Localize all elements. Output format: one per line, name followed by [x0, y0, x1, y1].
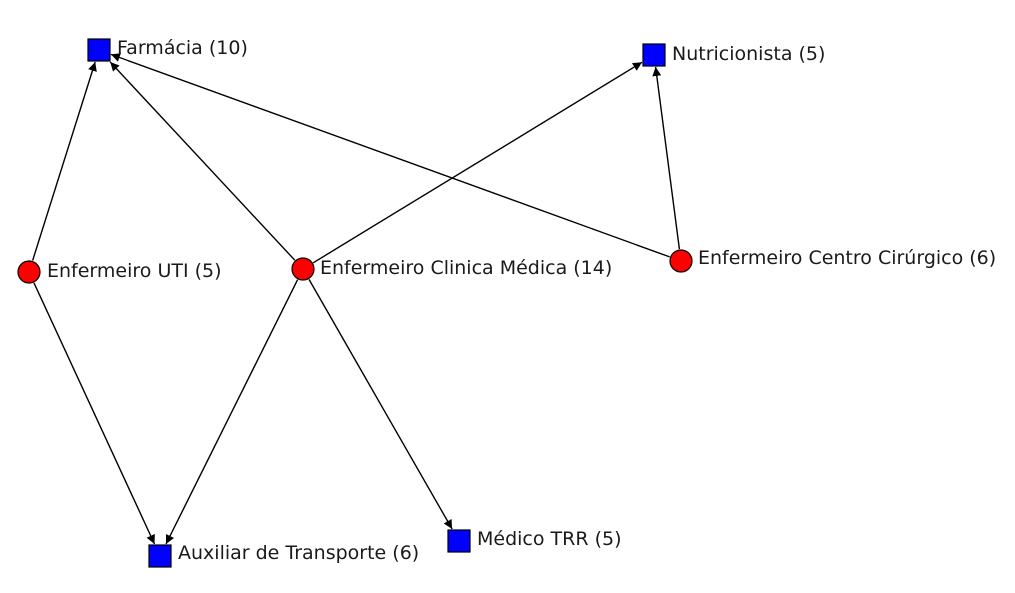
node-label: Enfermeiro Centro Cirúrgico (6)	[698, 247, 996, 269]
node-enf_uti: Enfermeiro UTI (5)	[17, 260, 222, 284]
edge-enf_clinica-to-farmacia	[109, 61, 296, 261]
node-label: Enfermeiro UTI (5)	[47, 260, 222, 282]
node-label: Enfermeiro Clinica Médica (14)	[320, 257, 612, 279]
node-farmacia: Farmácia (10)	[87, 37, 248, 62]
edge-enf_clinica-to-medico	[308, 279, 453, 530]
node-label: Nutricionista (5)	[672, 43, 825, 65]
nodes-layer: Farmácia (10) Nutricionista (5) Enfermeiro…	[17, 37, 996, 568]
node-square-icon	[447, 529, 471, 553]
node-circle-icon	[17, 260, 41, 284]
node-medico: Médico TRR (5)	[447, 528, 622, 553]
node-nutricionista: Nutricionista (5)	[642, 43, 825, 67]
node-enf_centro: Enfermeiro Centro Cirúrgico (6)	[669, 247, 996, 273]
node-label: Médico TRR (5)	[477, 528, 622, 550]
node-square-icon	[642, 43, 666, 67]
node-auxiliar: Auxiliar de Transporte (6)	[148, 542, 419, 568]
edge-enf_centro-to-nutricionista	[652, 66, 681, 250]
edge-enf_clinica-to-nutricionista	[312, 61, 643, 264]
node-enf_clinica: Enfermeiro Clinica Médica (14)	[291, 257, 612, 281]
edge-enf_clinica-to-auxiliar	[165, 279, 299, 545]
edges-layer	[31, 53, 681, 545]
edge-enf_uti-to-auxiliar	[33, 282, 156, 545]
edge-enf_uti-to-farmacia	[31, 61, 97, 261]
node-label: Farmácia (10)	[117, 37, 248, 59]
node-square-icon	[87, 38, 111, 62]
node-square-icon	[148, 544, 172, 568]
node-label: Auxiliar de Transporte (6)	[178, 542, 419, 564]
node-circle-icon	[669, 249, 693, 273]
node-circle-icon	[291, 257, 315, 281]
edge-enf_centro-to-farmacia	[110, 53, 670, 258]
